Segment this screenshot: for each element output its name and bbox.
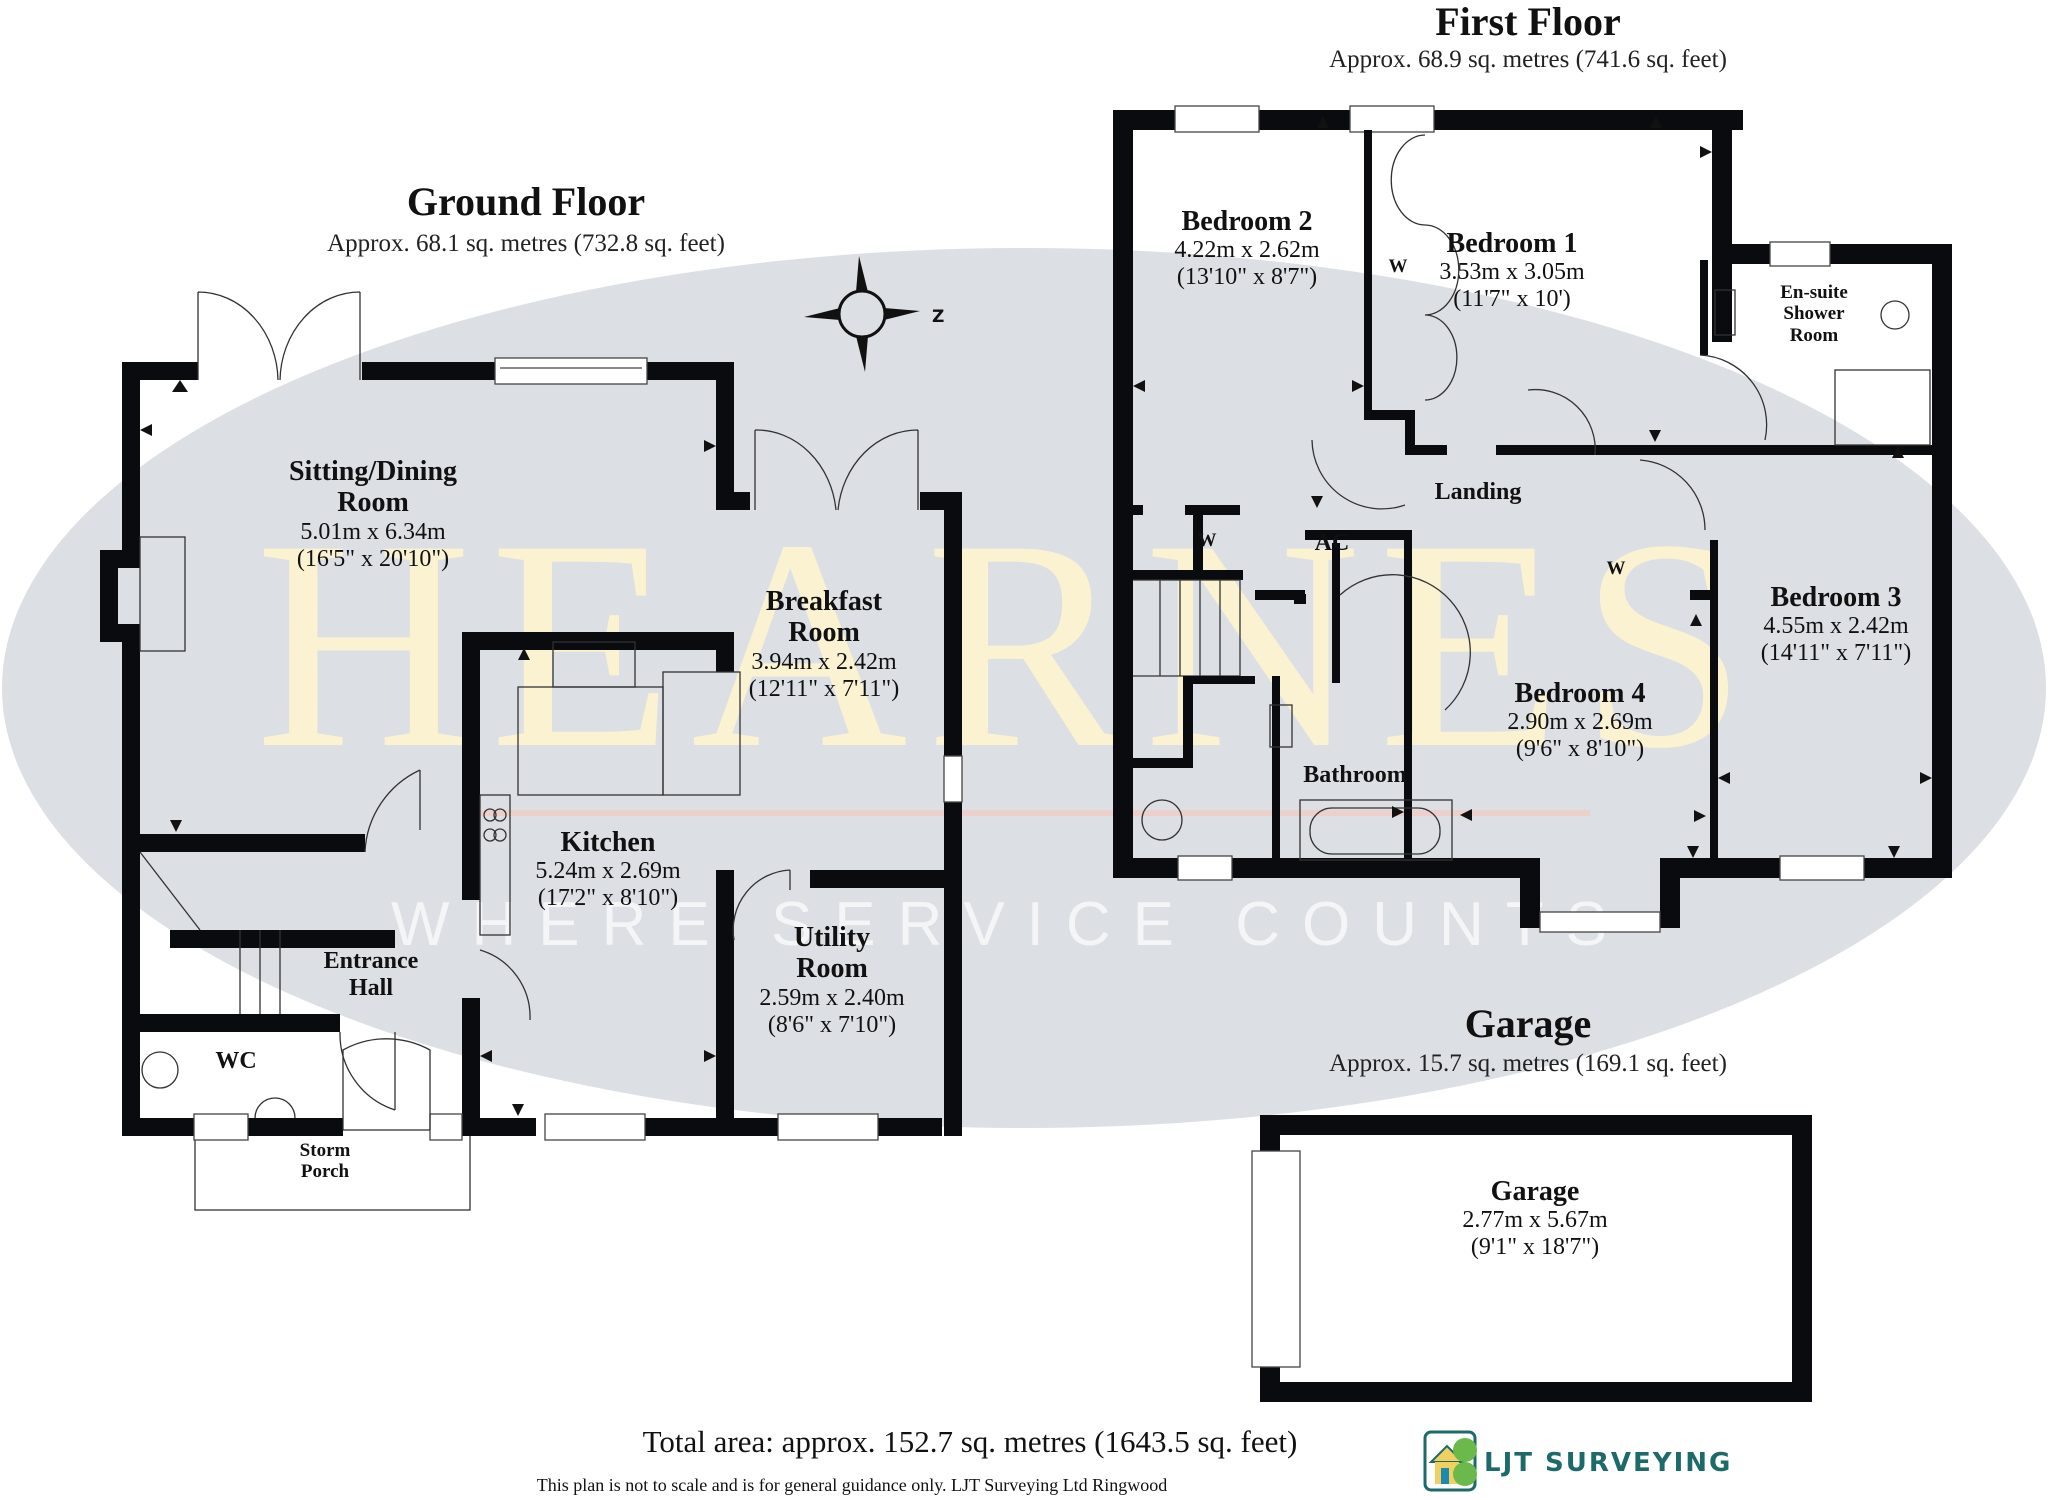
ljt-logo-text: LJT Surveying — [1484, 1448, 1733, 1478]
room-landing: Landing — [1434, 479, 1522, 505]
airing-cupboard-marker: AC — [1314, 530, 1350, 556]
disclaimer: This plan is not to scale and is for gen… — [536, 1475, 1168, 1495]
garage-title: Garage — [1464, 1001, 1592, 1046]
room-ensuite: En-suite Shower Room — [1780, 282, 1848, 346]
room-breakfast: Breakfast Room 3.94m x 2.42m (12'11" x 7… — [748, 586, 900, 702]
room-entrance-hall: Entrance Hall — [323, 948, 419, 1001]
wardrobe-marker-bedroom-4: W — [1606, 558, 1626, 579]
ground-floor-area: Approx. 68.1 sq. metres (732.8 sq. feet) — [327, 230, 725, 257]
garage-plan — [1251, 1115, 1812, 1402]
room-wc: WC — [215, 1048, 257, 1074]
wardrobe-marker-bedroom-2: W — [1197, 530, 1217, 551]
first-floor-plan — [1113, 105, 1952, 933]
room-kitchen: Kitchen 5.24m x 2.69m (17'2" x 8'10") — [535, 827, 681, 912]
watermark-rule — [470, 810, 1590, 816]
room-garage: Garage 2.77m x 5.67m (9'1" x 18'7") — [1462, 1176, 1608, 1261]
svg-text:Z: Z — [932, 307, 944, 327]
compass-icon: Z — [804, 256, 944, 372]
watermark-tagline: WHERE SERVICE COUNTS — [391, 890, 1629, 959]
room-utility: Utility Room 2.59m x 2.40m (8'6" x 7'10"… — [759, 922, 905, 1038]
garage-area: Approx. 15.7 sq. metres (169.1 sq. feet) — [1329, 1050, 1727, 1077]
ground-floor-plan — [100, 291, 963, 1211]
room-bedroom-4: Bedroom 4 2.90m x 2.69m (9'6" x 8'10") — [1507, 678, 1653, 763]
room-bedroom-1: Bedroom 1 3.53m x 3.05m (11'7" x 10') — [1439, 228, 1585, 313]
room-sitting-dining: Sitting/Dining Room 5.01m x 6.34m (16'5"… — [288, 456, 458, 572]
ground-floor-title: Ground Floor — [406, 179, 646, 224]
wardrobe-marker-bedroom-1: W — [1388, 256, 1408, 277]
room-storm-porch: Storm Porch — [299, 1140, 351, 1183]
room-bedroom-3: Bedroom 3 4.55m x 2.42m (14'11" x 7'11") — [1760, 582, 1912, 667]
total-area: Total area: approx. 152.7 sq. metres (16… — [642, 1424, 1298, 1459]
room-bedroom-2: Bedroom 2 4.22m x 2.62m (13'10" x 8'7") — [1174, 206, 1320, 291]
room-bathroom: Bathroom — [1303, 762, 1407, 788]
first-floor-area: Approx. 68.9 sq. metres (741.6 sq. feet) — [1329, 46, 1727, 73]
ljt-logo-icon — [1423, 1430, 1477, 1492]
first-floor-title: First Floor — [1435, 0, 1621, 44]
